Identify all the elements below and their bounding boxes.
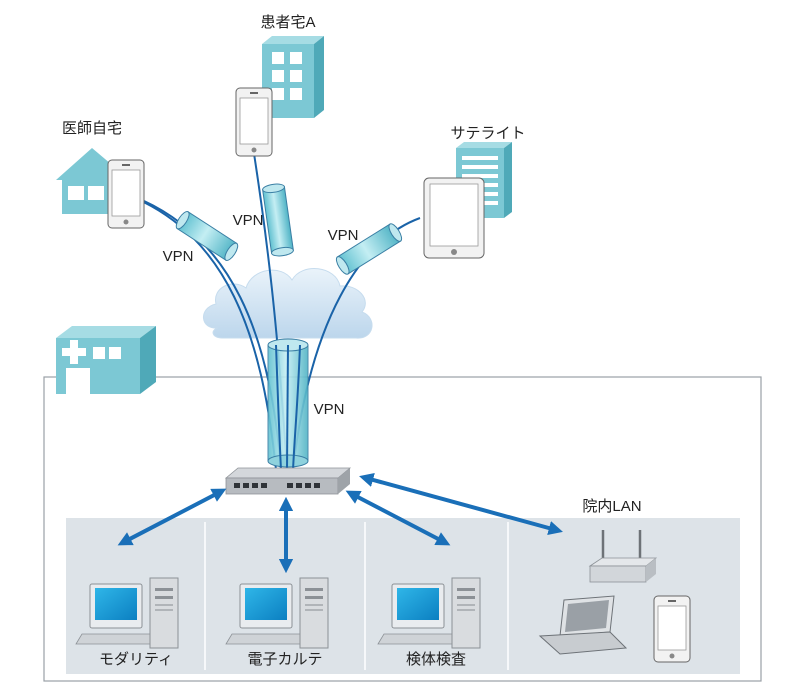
- hospital-lan-label: 院内LAN: [582, 497, 641, 515]
- arrow-modality: [117, 488, 227, 546]
- tablet-icon: [423, 177, 485, 259]
- hospital-icon: [56, 326, 156, 394]
- router-icon: [588, 530, 658, 583]
- cloud-icon: [203, 268, 373, 339]
- modality-label: モダリティ: [99, 651, 173, 668]
- desktop-pc-icon: [225, 577, 329, 649]
- vpn-right-label: VPN: [328, 227, 359, 244]
- vpn-tube-main: [267, 338, 309, 471]
- doctor-home-label: 医師自宅: [62, 120, 122, 137]
- smartphone-icon: [235, 87, 273, 157]
- arrow-lan: [359, 472, 563, 536]
- lab-test-label: 検体検査: [406, 651, 466, 668]
- patient-home-label: 患者宅A: [260, 14, 315, 31]
- smartphone-icon: [107, 159, 145, 229]
- vpn-tube-left: [175, 211, 239, 261]
- vpn-center-label: VPN: [233, 212, 264, 229]
- network-switch-icon: [224, 467, 352, 495]
- vpn-left-label: VPN: [163, 248, 194, 265]
- vpn-main-label: VPN: [314, 401, 345, 418]
- desktop-pc-icon: [75, 577, 179, 649]
- vpn-tube-center: [262, 183, 294, 257]
- satellite-label: サテライト: [450, 125, 525, 142]
- smartphone-icon: [653, 595, 691, 663]
- ehr-label: 電子カルテ: [247, 651, 322, 668]
- lan-arrows: [117, 472, 563, 574]
- laptop-icon: [538, 595, 628, 655]
- desktop-pc-icon: [377, 577, 481, 649]
- vpn-tube-right: [335, 223, 403, 275]
